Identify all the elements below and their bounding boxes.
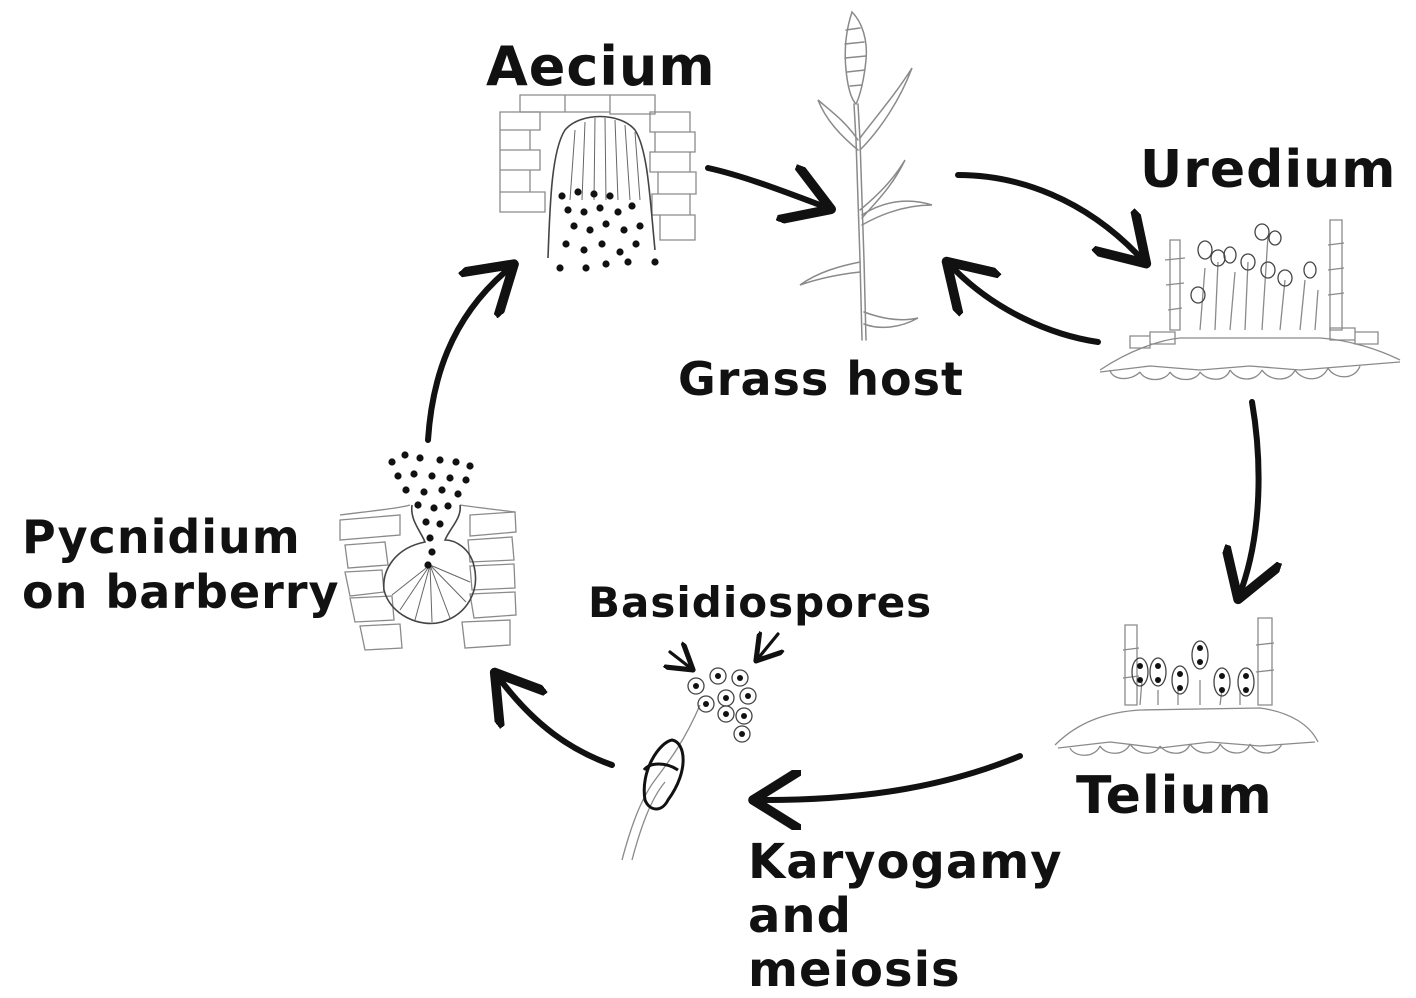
label-karyogamy-meiosis: Karyogamy and meiosis xyxy=(748,836,1068,997)
label-basidiospores: Basidiospores xyxy=(588,582,932,624)
life-cycle-diagram: Aecium Grass host Uredium Telium Basidio… xyxy=(0,0,1416,951)
arrow-aecium-to-grass xyxy=(708,168,820,205)
arrow-pycnidium-to-aecium xyxy=(428,272,505,440)
aecium-illustration xyxy=(500,95,696,272)
grass-host-illustration xyxy=(800,12,932,340)
label-telium: Telium xyxy=(1076,770,1273,822)
arrow-grass-to-uredium xyxy=(958,175,1138,255)
pycnidium-illustration xyxy=(340,451,516,650)
arrow-uredium-to-telium xyxy=(1242,402,1259,588)
arrow-basidium-to-pycnidium xyxy=(502,682,612,765)
arrow-uredium-to-grass xyxy=(955,270,1098,342)
basidium-illustration xyxy=(622,634,778,860)
label-grass-host: Grass host xyxy=(678,356,964,402)
uredium-illustration xyxy=(1100,220,1400,380)
label-uredium: Uredium xyxy=(1140,144,1396,196)
arrow-telium-to-karyogamy xyxy=(765,756,1020,800)
telium-illustration xyxy=(1055,618,1318,755)
label-aecium: Aecium xyxy=(486,40,716,94)
label-pycnidium: Pycnidium on barberry xyxy=(22,510,342,620)
